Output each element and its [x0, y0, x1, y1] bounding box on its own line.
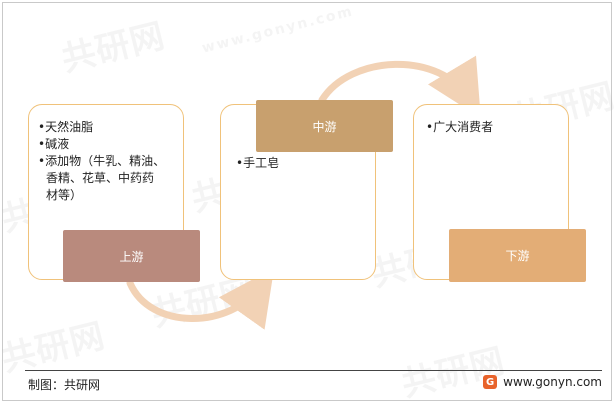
gonyn-logo-icon: G [483, 375, 498, 389]
footer-divider [25, 370, 602, 371]
upstream-item: •天然油脂 [38, 120, 94, 134]
midstream-items: •手工皂 [236, 155, 366, 172]
midstream-item: •手工皂 [236, 156, 280, 170]
downstream-item: •广大消费者 [426, 120, 494, 134]
footer-source: G www.gonyn.com [483, 375, 602, 389]
downstream-label-text: 下游 [505, 249, 530, 263]
upstream-item: •添加物（牛乳、精油、 [38, 154, 166, 168]
footer-credit: 制图：共研网 [28, 378, 101, 392]
outer-frame [2, 2, 612, 401]
downstream-items: •广大消费者 [426, 119, 566, 136]
arrow-midstream-to-downstream [318, 55, 481, 118]
midstream-label-text: 中游 [312, 119, 337, 134]
upstream-item: 香精、花草、中药药 [46, 171, 155, 185]
upstream-label-text: 上游 [119, 249, 144, 264]
upstream-item: 材等） [46, 188, 83, 202]
downstream-label: 下游 [449, 229, 586, 282]
upstream-item: •碱液 [38, 137, 70, 151]
arrow-upstream-to-midstream [126, 267, 275, 330]
footer-url: www.gonyn.com [503, 375, 602, 389]
upstream-items: •天然油脂 •碱液 •添加物（牛乳、精油、 香精、花草、中药药 材等） [38, 119, 183, 204]
midstream-label: 中游 [256, 100, 393, 152]
upstream-label: 上游 [63, 230, 200, 282]
